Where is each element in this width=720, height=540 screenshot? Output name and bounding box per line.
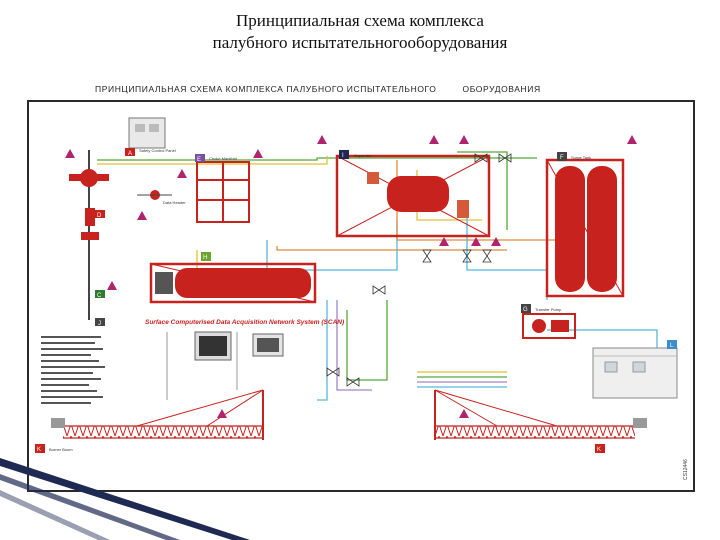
svg-text:Choke Manifold: Choke Manifold <box>209 156 237 161</box>
slide-title: Принципиальная схема комплекса палубного… <box>0 10 720 54</box>
svg-text:C: C <box>97 293 102 299</box>
valve-icon <box>326 153 512 387</box>
svg-text:J: J <box>98 321 101 327</box>
svg-text:G: G <box>523 307 528 313</box>
module-g-transfer-pump: G Transfer Pump <box>521 304 576 339</box>
surface-test-tree: D C J <box>69 150 109 327</box>
svg-text:Safety Control Panel: Safety Control Panel <box>139 148 176 153</box>
module-a-safety-panel: A Safety Control Panel <box>125 117 176 157</box>
svg-text:Surge Tank: Surge Tank <box>571 155 591 160</box>
diagram-header-part1: ПРИНЦИПИАЛЬНАЯ СХЕМА КОМПЛЕКСА ПАЛУБНОГО… <box>95 84 437 94</box>
slide-title-line2: палубного испытательногооборудования <box>212 33 508 52</box>
svg-text:K: K <box>37 447 41 453</box>
svg-text:E: E <box>197 157 201 163</box>
svg-text:A: A <box>128 151 132 157</box>
svg-text:Data Header: Data Header <box>163 200 186 205</box>
burner-boom-right: K <box>434 389 635 453</box>
burner-boom-left: K Burner Boom <box>35 389 264 453</box>
svg-text:L: L <box>670 343 674 349</box>
svg-text:Separator: Separator <box>354 153 372 158</box>
diagram-header: ПРИНЦИПИАЛЬНАЯ СХЕМА КОМПЛЕКСА ПАЛУБНОГО… <box>95 84 541 94</box>
module-b-data-header: Data Header <box>137 190 186 205</box>
equipment-legend <box>41 336 105 404</box>
svg-text:Burner Boom: Burner Boom <box>49 447 73 452</box>
svg-text:F: F <box>560 155 564 161</box>
slide-title-line1: Принципиальная схема комплекса <box>236 11 484 30</box>
svg-text:Transfer Pump: Transfer Pump <box>535 307 562 312</box>
svg-text:K: K <box>597 447 601 453</box>
module-e-choke-manifold: E Choke Manifold <box>195 154 250 223</box>
diagram-header-part2: ОБОРУДОВАНИЯ <box>462 84 541 94</box>
svg-text:D: D <box>97 213 102 219</box>
process-diagram: A Safety Control Panel D C J Data Header… <box>27 100 695 492</box>
burner-heads <box>51 418 647 428</box>
svg-text:H: H <box>203 255 207 261</box>
warning-triangle-icon <box>65 135 637 418</box>
svg-text:I: I <box>342 153 344 159</box>
doc-code: CS12446 <box>683 459 689 480</box>
decorative-corner <box>0 458 250 540</box>
module-f-surge-tank: F Surge Tank <box>545 152 625 298</box>
module-l-lab-cabin: L <box>592 340 678 399</box>
scan-system: Surface Computerised Data Acquisition Ne… <box>145 319 344 400</box>
pipe-lines <box>97 151 658 401</box>
svg-text:Surface Computerised Data Acqu: Surface Computerised Data Acquisition Ne… <box>145 319 344 326</box>
module-i-separator: I Separator <box>335 150 491 238</box>
module-h-heat-exchanger: H <box>149 252 317 304</box>
